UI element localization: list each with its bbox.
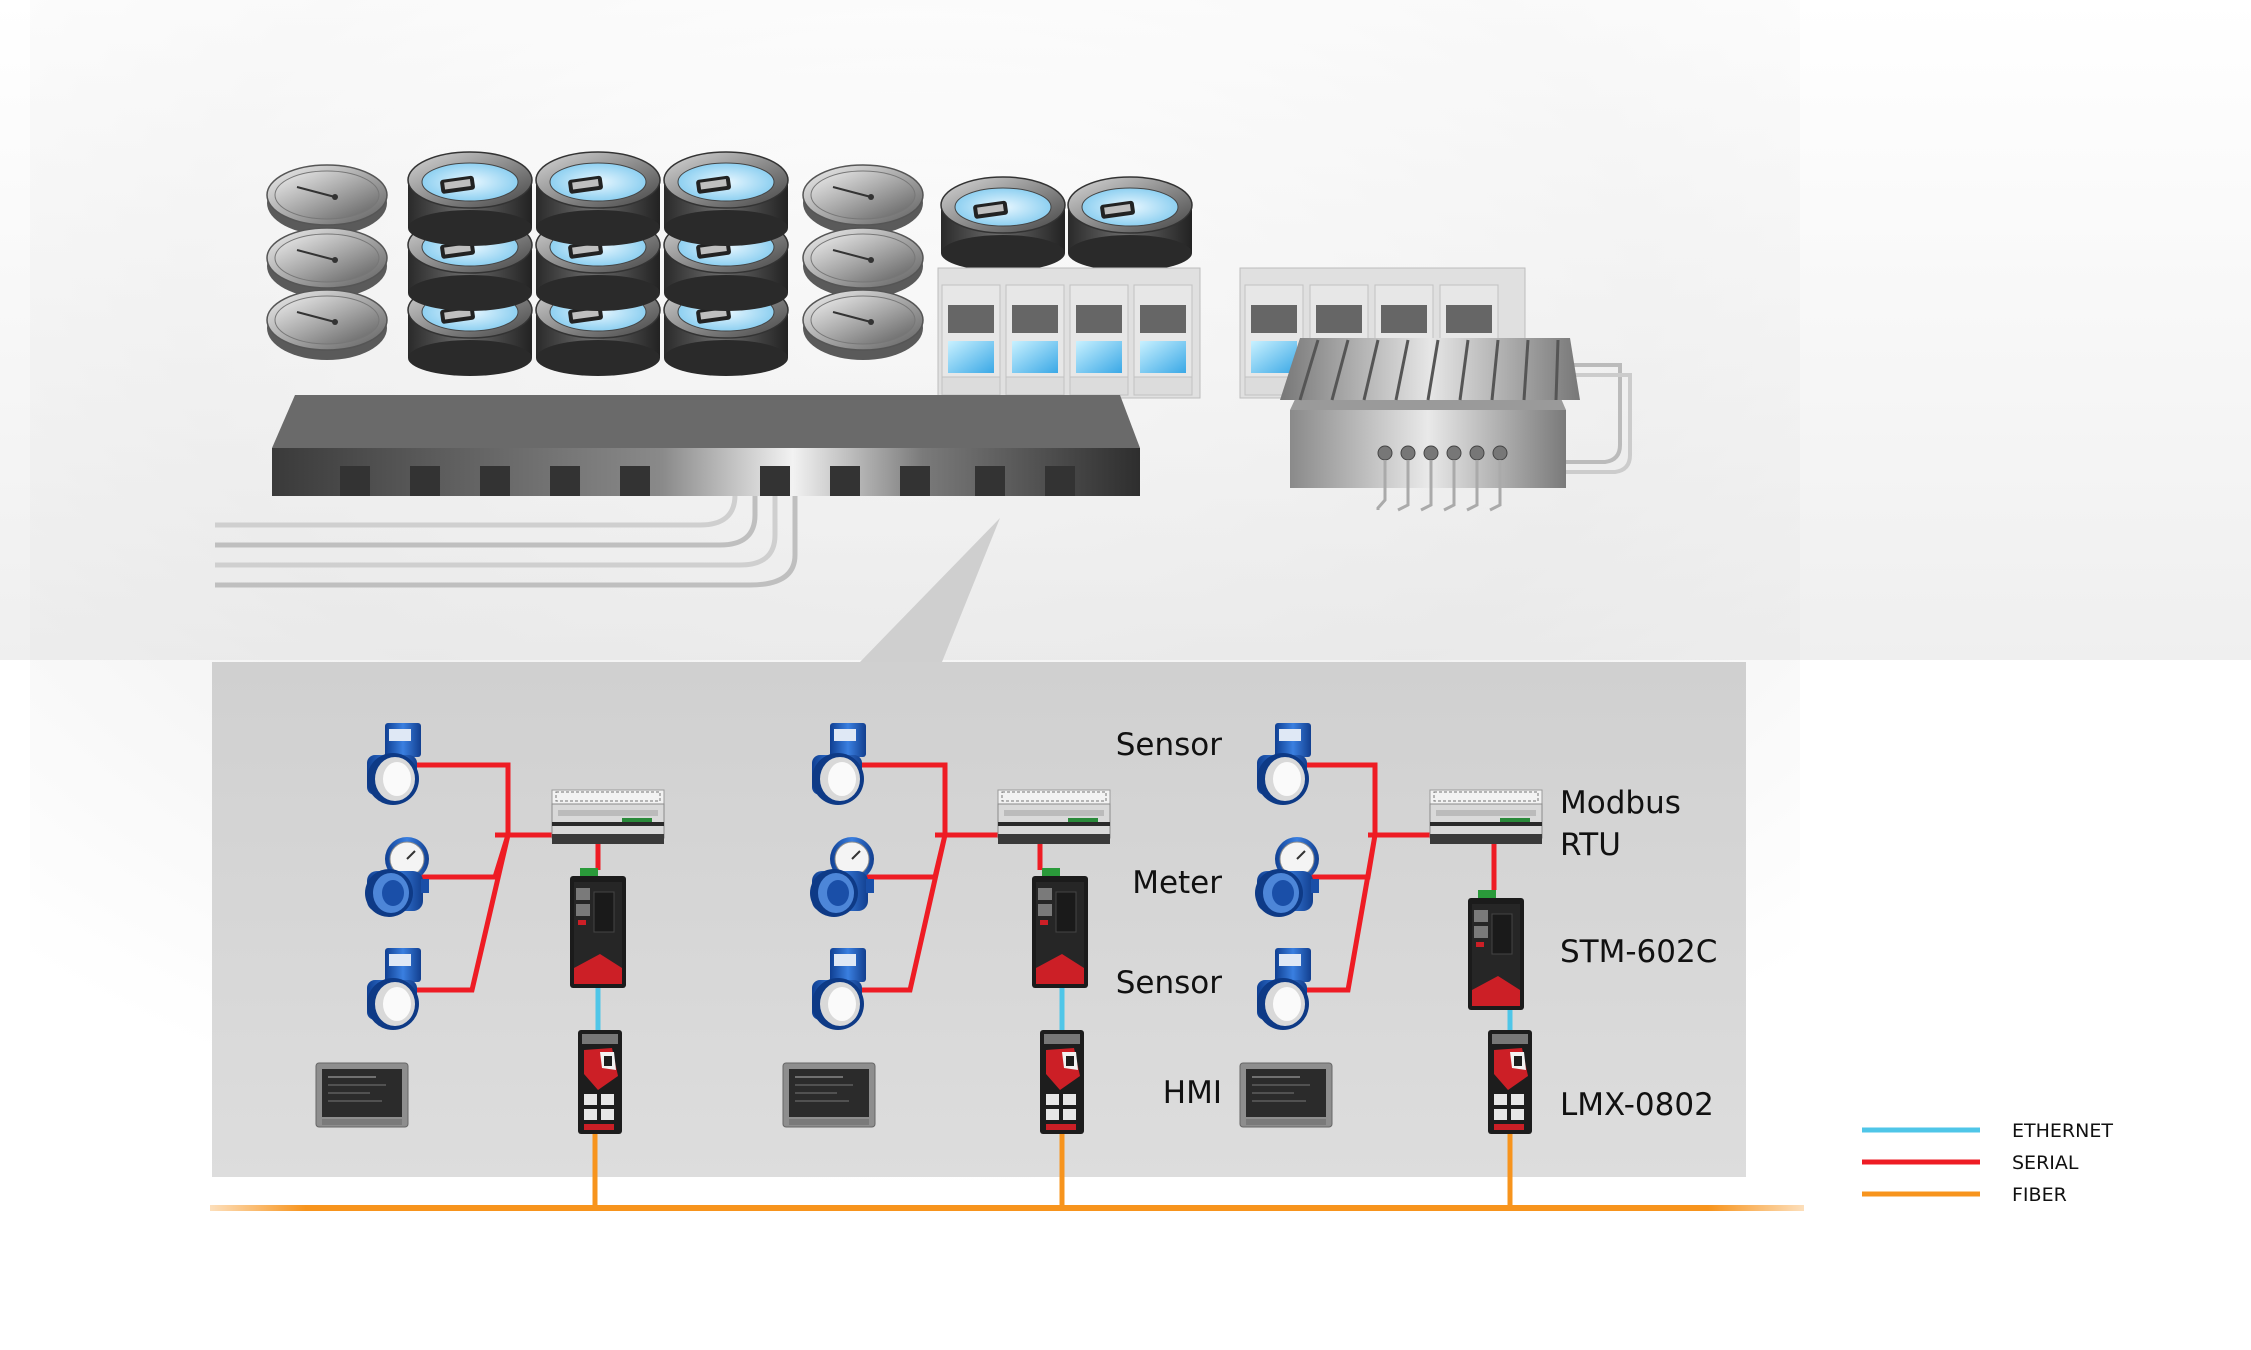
stm-602c-converter-icon (569, 867, 627, 989)
hmi-panel-icon (1239, 1062, 1333, 1128)
lmx-0802-switch-icon (1488, 1030, 1532, 1134)
network-cell-2 (782, 723, 1111, 1134)
plant-illustration (215, 151, 1632, 588)
circular-tank-icon (802, 164, 924, 361)
legend-label-serial: SERIAL (2012, 1152, 2079, 1174)
rtu-label: RTU (1560, 827, 1621, 863)
manifold-icon (215, 395, 1140, 588)
lmx-0802-switch-icon (578, 1030, 622, 1134)
modbus-label: Modbus (1560, 785, 1681, 821)
stm-label: STM-602C (1560, 934, 1717, 970)
hmi-panel-icon (782, 1062, 876, 1128)
lmx-label: LMX-0802 (1560, 1087, 1714, 1123)
modbus-rtu-icon (997, 789, 1111, 845)
legend-label-fiber: FIBER (2012, 1184, 2067, 1206)
hmi-panel-icon (315, 1062, 409, 1128)
modbus-rtu-icon (551, 789, 665, 845)
device-labels: Sensor Meter Sensor HMI Modbus RTU STM-6… (1116, 727, 1718, 1123)
hmi-label: HMI (1163, 1075, 1222, 1111)
stm-602c-converter-icon (1031, 867, 1089, 989)
network-cell-1 (315, 723, 665, 1134)
circular-tank-icon (266, 164, 388, 361)
fiber-backbone (210, 1130, 1804, 1211)
stm-602c-converter-icon (1467, 889, 1525, 1011)
legend: ETHERNET SERIAL FIBER (1862, 1120, 2113, 1206)
sensor-label-top: Sensor (1116, 727, 1223, 763)
modbus-rtu-icon (1429, 789, 1543, 845)
sensor-label-bottom: Sensor (1116, 965, 1223, 1001)
lmx-0802-switch-icon (1040, 1030, 1084, 1134)
zoom-callout (860, 518, 1000, 662)
network-cell-3 (1239, 723, 1543, 1134)
legend-label-ethernet: ETHERNET (2012, 1120, 2113, 1142)
heat-exchanger-icon (1280, 338, 1632, 512)
meter-label: Meter (1132, 865, 1222, 901)
circular-tank-icon (407, 151, 789, 377)
